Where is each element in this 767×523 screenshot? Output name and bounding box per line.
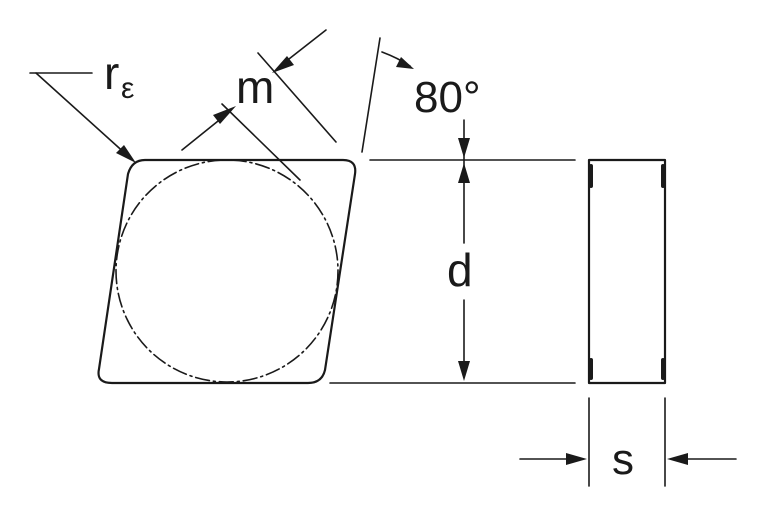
d-arrowhead-bottom	[458, 361, 470, 381]
s-label: s	[612, 435, 634, 484]
corner-radius-label: r	[104, 47, 119, 99]
angle-reference-line	[361, 37, 381, 153]
side-view	[587, 158, 667, 385]
angle-arrowhead	[396, 57, 414, 69]
inscribed-circle	[115, 159, 339, 383]
corner-radius-subscript: ε	[121, 72, 134, 105]
m-arrowhead-lower	[213, 106, 236, 124]
m-extension-line-1	[221, 103, 301, 181]
angle-label: 80°	[414, 73, 481, 122]
m-label: m	[236, 61, 274, 113]
corner-radius-leader-diagonal	[35, 72, 129, 157]
m-arrowhead-upper	[272, 56, 294, 73]
s-arrowhead-left	[566, 453, 587, 465]
d-label: d	[447, 244, 473, 296]
corner-radius-arrowhead	[116, 145, 136, 163]
d-arrowhead-top-outer	[458, 138, 470, 158]
d-arrowhead-top-inner	[458, 163, 470, 183]
s-arrowhead-right	[667, 453, 688, 465]
insert-outline	[97, 158, 357, 385]
m-extension-line-2	[257, 52, 337, 143]
